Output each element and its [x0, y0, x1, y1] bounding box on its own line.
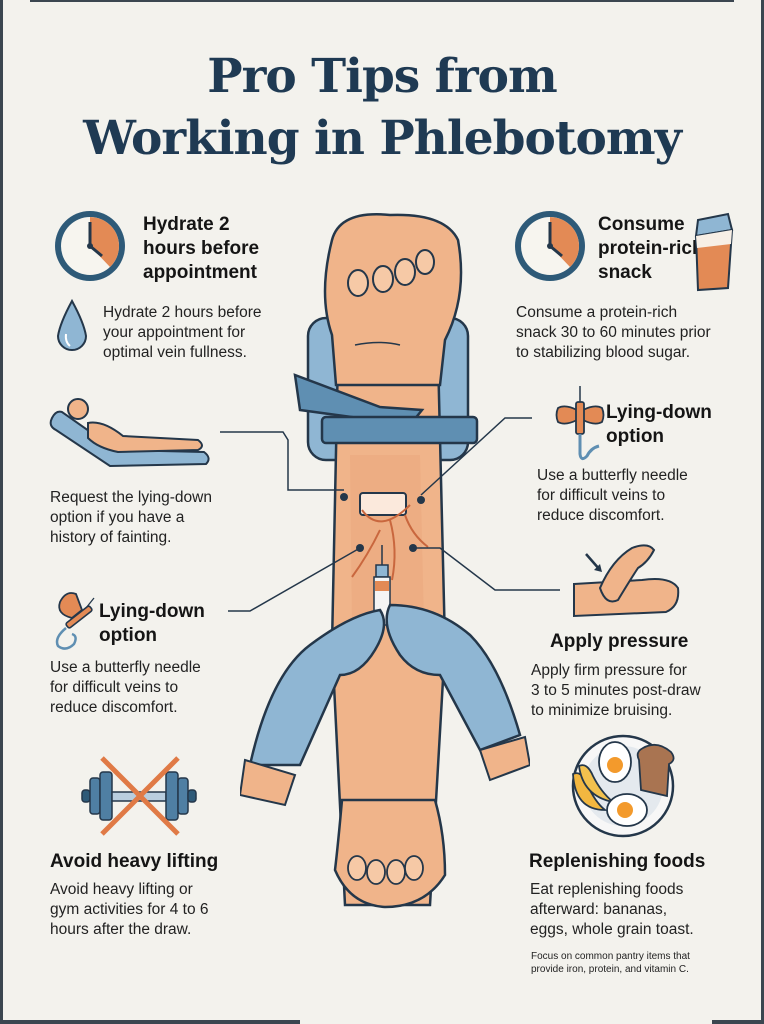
- pressing-hand-icon: [573, 544, 680, 618]
- tip-replenishing-foods-note: Focus on common pantry items that provid…: [531, 951, 690, 975]
- water-drop-icon: [56, 298, 88, 351]
- bandage-icon: [359, 492, 407, 516]
- tip-protein-snack-heading: Consume protein-rich snack: [598, 214, 704, 283]
- butterfly-needle-icon: [55, 592, 95, 650]
- open-hand-icon: [333, 798, 447, 909]
- breakfast-plate-icon: [571, 734, 675, 838]
- butterfly-needle-icon: [555, 386, 605, 461]
- shaker-bottle-icon: [694, 212, 734, 292]
- frame-top-border: [30, 0, 734, 2]
- reclining-person-icon: [49, 398, 210, 468]
- gloved-hands-icon: [240, 603, 530, 807]
- clock-icon: [515, 211, 585, 281]
- page-title-line-1: Pro Tips from: [207, 49, 557, 104]
- tip-apply-pressure-heading: Apply pressure: [550, 631, 689, 652]
- frame-bottom-border-left: [0, 1020, 300, 1024]
- tip-hydrate-body: Hydrate 2 hours before your appointment …: [103, 304, 262, 361]
- tip-lying-down-request-body: Request the lying-down option if you hav…: [50, 489, 212, 546]
- tip-butterfly-right-heading: Lying-down option: [606, 402, 712, 447]
- crossed-dumbbell-icon: [81, 756, 197, 836]
- tip-hydrate-heading: Hydrate 2 hours before appointment: [143, 214, 260, 283]
- arm-illustration: [240, 213, 530, 909]
- tip-avoid-lifting-heading: Avoid heavy lifting: [50, 851, 219, 872]
- tip-avoid-lifting-body: Avoid heavy lifting or gym activities fo…: [50, 881, 209, 938]
- tip-apply-pressure-body: Apply firm pressure for 3 to 5 minutes p…: [531, 662, 701, 719]
- tip-butterfly-right-body: Use a butterfly needle for difficult vei…: [537, 467, 688, 524]
- tip-butterfly-left-heading: Lying-down option: [99, 601, 205, 646]
- clock-icon: [55, 211, 125, 281]
- tip-butterfly-left-body: Use a butterfly needle for difficult vei…: [50, 659, 201, 716]
- fist-icon: [323, 213, 463, 387]
- frame-bottom-border-right: [712, 1020, 764, 1024]
- tip-replenishing-foods-heading: Replenishing foods: [529, 851, 706, 872]
- tip-replenishing-foods-body: Eat replenishing foods afterward: banana…: [530, 881, 694, 938]
- page-title-line-2: Working in Phlebotomy: [83, 111, 682, 166]
- tip-protein-snack-body: Consume a protein-rich snack 30 to 60 mi…: [516, 304, 711, 361]
